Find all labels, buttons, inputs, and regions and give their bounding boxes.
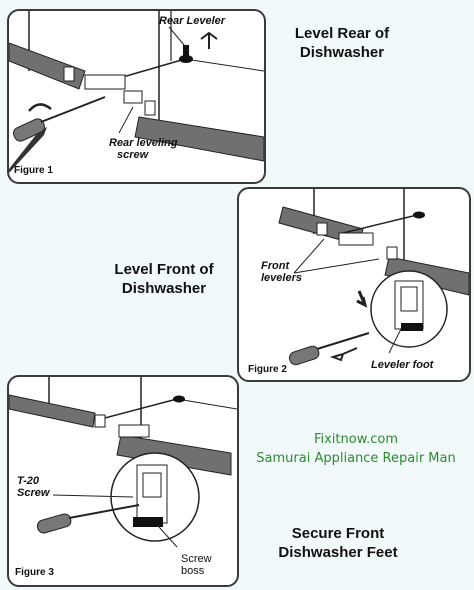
caption-level-front-line-2: Dishwasher: [121, 280, 207, 297]
figure-3-illustration: [9, 377, 237, 548]
leveler-foot-callout: Leveler foot: [371, 359, 434, 371]
credit-name: Samurai Appliance Repair Man: [256, 451, 456, 466]
caption-level-rear-line-2: Dishwasher: [299, 44, 385, 61]
screwdriver-handle: [13, 118, 45, 142]
figure-1-illustration: [9, 11, 264, 173]
caption-secure-feet-line-2: Dishwasher Feet: [278, 544, 398, 561]
caption-level-rear-line-1: Level Rear of: [294, 25, 390, 42]
credit-site: Fixitnow.com: [313, 432, 399, 447]
screw-boss-callout: Screw boss: [181, 553, 212, 577]
figure-1-panel: Rear Leveler Rear leveling screw Figure …: [7, 9, 266, 184]
front-levelers-callout: Front levelers: [261, 260, 302, 284]
figure-2-panel: Front levelers Leveler foot Figure 2: [237, 187, 471, 382]
figure-2-label: Figure 2: [248, 364, 287, 375]
figure-3-panel: T-20 Screw Screw boss Figure 3: [7, 375, 239, 587]
rear-leveling-screw-line-1: Rear leveling: [109, 137, 178, 149]
screwdriver-handle-3: [36, 513, 72, 534]
rear-leveling-screw-callout: Rear leveling screw: [109, 137, 177, 161]
screw-boss-line-2: boss: [181, 565, 205, 577]
caption-secure-feet-line-1: Secure Front: [291, 525, 385, 542]
screwdriver-handle-2: [288, 345, 320, 366]
caption-level-rear: Level Rear of Dishwasher: [272, 24, 412, 62]
caption-level-front: Level Front of Dishwasher: [94, 260, 234, 298]
rear-leveling-screw-line-2: screw: [117, 149, 149, 161]
front-levelers-line-2: levelers: [261, 272, 302, 284]
rear-leveler-callout: Rear Leveler: [159, 15, 226, 27]
caption-level-front-line-1: Level Front of: [114, 261, 214, 278]
caption-secure-feet: Secure Front Dishwasher Feet: [248, 524, 428, 562]
figure-2-illustration: [278, 189, 469, 366]
rear-leveler-knob: [179, 55, 193, 63]
t20-screw-callout: T-20 Screw: [17, 475, 49, 499]
figure-1-label: Figure 1: [14, 165, 53, 176]
credit-block: Fixitnow.com Samurai Appliance Repair Ma…: [246, 430, 466, 468]
front-levelers-line-1: Front: [261, 260, 290, 272]
figure-3-label: Figure 3: [15, 567, 54, 578]
t20-screw-line-2: Screw: [17, 487, 50, 499]
t20-screw-line-1: T-20: [17, 475, 40, 487]
screw-boss-line-1: Screw: [181, 553, 212, 565]
